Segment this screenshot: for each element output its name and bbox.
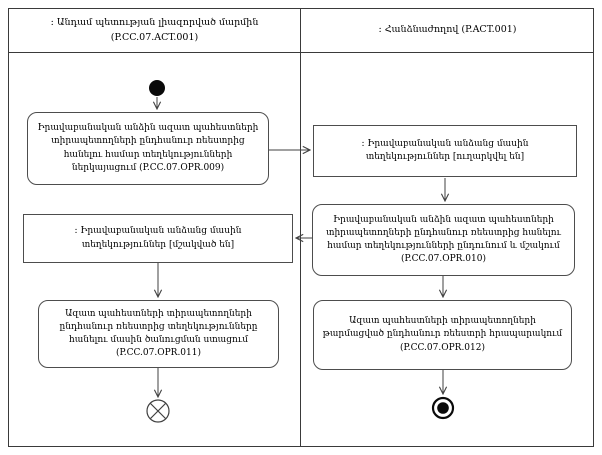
- header-divider: [8, 52, 594, 53]
- action-node-label: Իրավաբանական անձին ազատ պահեստների տիրապ…: [326, 214, 561, 265]
- lane-header-label: : Հանձնաժողով (P.ACT.001): [378, 24, 517, 36]
- action-node-opr009: Իրավաբանական անձին ազատ պահեստների տիրապ…: [27, 112, 269, 185]
- lane-header-member-state-authorized-body: : Անդամ պետության լիազորված մարմին (P.CC…: [9, 9, 300, 52]
- swimlane-divider: [300, 8, 301, 447]
- action-node-opr010: Իրավաբանական անձին ազատ պահեստների տիրապ…: [312, 204, 575, 276]
- action-node-opr012: Ազատ պահեստների տիրապետողների թարմացված …: [313, 300, 572, 370]
- action-node-label: Ազատ պահեստների տիրապետողների ընդհանուր …: [59, 308, 258, 359]
- lane-header-label: : Անդամ պետության լիազորված մարմին (P.CC…: [50, 16, 259, 43]
- object-node-label: : Իրավաբանական անձանց մասին տեղեկություն…: [74, 226, 242, 250]
- action-node-opr011: Ազատ պահեստների տիրապետողների ընդհանուր …: [38, 300, 279, 368]
- object-node-info-processed: : Իրավաբանական անձանց մասին տեղեկություն…: [23, 214, 293, 263]
- diagram-frame: [8, 8, 594, 447]
- object-node-info-sent: : Իրավաբանական անձանց մասին տեղեկություն…: [313, 125, 577, 177]
- lane-header-commission: : Հանձնաժողով (P.ACT.001): [302, 9, 593, 52]
- action-node-label: Իրավաբանական անձին ազատ պահեստների տիրապ…: [37, 123, 259, 173]
- action-node-label: Ազատ պահեստների տիրապետողների թարմացված …: [322, 316, 563, 353]
- object-node-label: : Իրավաբանական անձանց մասին տեղեկություն…: [361, 138, 529, 162]
